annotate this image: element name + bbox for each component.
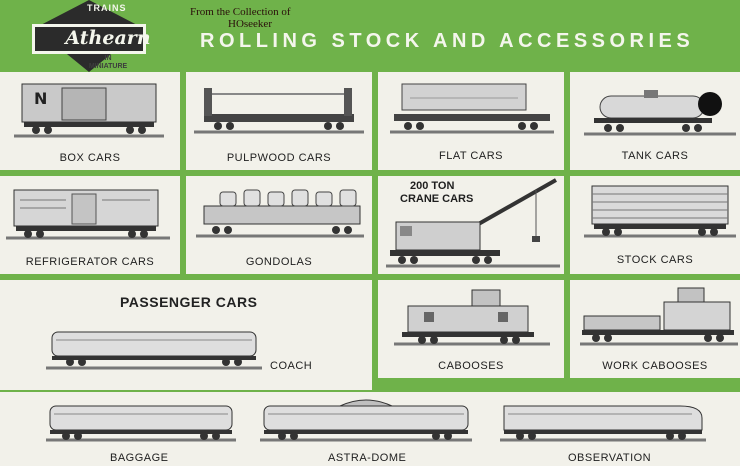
gondola-illustration	[196, 189, 364, 238]
caboose-illustration	[394, 289, 550, 346]
crane-heading-line-1: 200 TON	[410, 180, 455, 192]
collection-credit: From the Collection of	[190, 6, 291, 18]
coach-illustration	[46, 331, 262, 370]
stock-car-illustration	[584, 185, 736, 238]
logo-trains-text: TRAINS	[87, 3, 127, 13]
logo-in-miniature: IN MINIATURE	[73, 55, 143, 71]
logo-in-text: IN	[104, 55, 112, 62]
page-title: ROLLING STOCK AND ACCESSORIES	[200, 30, 695, 52]
label-flat-cars: FLAT CARS	[439, 150, 503, 162]
label-gondolas: GONDOLAS	[245, 256, 313, 268]
pulpwood-car-illustration	[194, 88, 364, 134]
panel-work-cabooses: WORK CABOOSES	[570, 280, 740, 378]
collection-credit-name: HOseeker	[228, 18, 272, 30]
panel-cabooses: CABOOSES	[378, 280, 564, 378]
crane-car-illustration	[386, 178, 560, 268]
label-box-cars: BOX CARS	[59, 152, 121, 164]
label-stock-cars: STOCK CARS	[616, 254, 694, 266]
astra-dome-illustration	[260, 399, 472, 442]
crane-heading-line-2: CRANE CARS	[400, 193, 474, 205]
label-cabooses: CABOOSES	[438, 360, 504, 372]
tank-car-illustration	[584, 90, 736, 136]
panel-box-cars: N BOX CARS	[0, 72, 180, 170]
panel-crane-cars: 200 TON CRANE CARS	[378, 176, 564, 274]
label-astra-dome: ASTRA-DOME	[328, 452, 407, 464]
flat-car-illustration	[390, 83, 554, 134]
label-coach: COACH	[270, 360, 313, 372]
label-baggage: BAGGAGE	[110, 452, 169, 464]
svg-text:N: N	[34, 89, 47, 108]
label-pulpwood-cars: PULPWOOD CARS	[226, 152, 332, 164]
logo-diamond-shape	[32, 0, 146, 72]
panel-tank-cars: TANK CARS	[570, 72, 740, 170]
panel-passenger-coach: PASSENGER CARS COACH	[0, 280, 372, 390]
athearn-logo: TRAINS Athearn IN MINIATURE	[18, 0, 160, 72]
label-tank-cars: TANK CARS	[621, 150, 689, 162]
observation-illustration	[500, 405, 706, 442]
logo-miniature-text: MINIATURE	[88, 63, 128, 70]
panel-pulpwood-cars: PULPWOOD CARS	[186, 72, 372, 170]
refrigerator-car-illustration	[6, 189, 170, 240]
panel-flat-cars: FLAT CARS	[378, 72, 564, 170]
panel-passenger-row: BAGGAGE ASTRA-DOME OBSERVATION	[0, 392, 740, 466]
baggage-illustration	[46, 405, 236, 442]
label-work-cabooses: WORK CABOOSES	[602, 360, 708, 372]
box-car-illustration: N	[14, 83, 164, 138]
panel-refrigerator-cars: REFRIGERATOR CARS	[0, 176, 180, 274]
passenger-cars-heading: PASSENGER CARS	[120, 294, 258, 310]
panel-stock-cars: STOCK CARS	[570, 176, 740, 274]
label-refrigerator-cars: REFRIGERATOR CARS	[25, 256, 155, 268]
work-caboose-illustration	[580, 287, 738, 346]
logo-athearn-text: Athearn	[65, 27, 151, 49]
panel-gondolas: GONDOLAS	[186, 176, 372, 274]
binder-hole	[698, 92, 722, 116]
label-observation: OBSERVATION	[568, 452, 652, 464]
